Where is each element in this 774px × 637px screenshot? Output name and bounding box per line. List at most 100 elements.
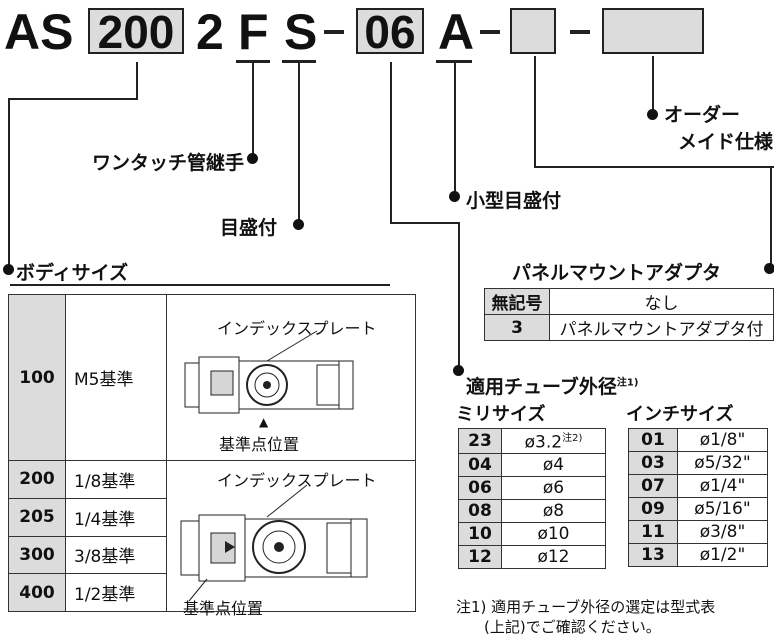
separator-dash	[570, 30, 590, 34]
separator-dash	[480, 30, 500, 34]
metric-note-ref: 注2)	[562, 433, 583, 444]
body-code-cell: 205	[8, 497, 66, 537]
metric-size-cell: ø12	[501, 544, 606, 569]
leader-line	[454, 62, 456, 196]
reference-arrow-icon: ▲	[259, 415, 269, 429]
body-size-table: 100 M5基準 インデックスプレート ▲ 基準点位置 200 1/8基準	[8, 294, 416, 618]
footnote-line-2: (上記)でご確認ください。	[484, 618, 661, 636]
body-size-title: ボディサイズ	[16, 262, 129, 284]
metric-title: ミリサイズ	[456, 404, 546, 425]
thread-cell: 3/8基準	[65, 535, 167, 575]
leader-line	[458, 222, 460, 368]
part-s: S	[284, 4, 318, 60]
leader-line	[390, 222, 460, 224]
tube-od-title-text: 適用チューブ外径	[466, 376, 617, 398]
fitting-diagram-2	[180, 484, 368, 602]
leader-line	[652, 56, 654, 116]
inch-size-cell: ø1/8"	[677, 428, 768, 452]
part-f: F	[238, 4, 269, 60]
thread-cell: 1/8基準	[65, 460, 167, 499]
tube-od-title: 適用チューブ外径注1)	[466, 372, 638, 399]
one-touch-label: ワンタッチ管継手	[92, 152, 245, 174]
leader-dot	[3, 264, 14, 275]
leader-dot	[453, 365, 464, 376]
table-row: 無記号 なし	[484, 288, 774, 315]
metric-size-cell: ø6	[501, 475, 606, 500]
inch-code-cell: 01	[628, 428, 678, 452]
thread-cell: 1/2基準	[65, 573, 167, 612]
metric-size-cell: ø10	[501, 521, 606, 546]
metric-code-cell: 12	[458, 544, 502, 569]
leader-line	[534, 166, 774, 168]
table-row: 200 1/8基準 インデックスプレート	[8, 460, 416, 618]
leader-line	[534, 56, 536, 168]
leader-line	[8, 98, 10, 268]
metric-code-cell: 23	[458, 428, 502, 454]
leader-line	[770, 166, 772, 266]
leader-dot	[449, 191, 460, 202]
part-prefix: AS	[4, 4, 74, 60]
part-a: A	[438, 4, 475, 60]
metric-size-text: ø3.2	[524, 432, 563, 453]
s-underline	[282, 60, 316, 63]
leader-dot	[247, 153, 258, 164]
inch-code-cell: 09	[628, 497, 678, 521]
fitting-diagram-1	[184, 330, 354, 414]
inch-code-cell: 11	[628, 520, 678, 544]
body-code-cell: 100	[8, 294, 66, 461]
option-box-2	[602, 8, 704, 54]
leader-line	[136, 62, 138, 100]
inch-code-cell: 13	[628, 543, 678, 567]
footnote-line-1: 注1) 適用チューブ外径の選定は型式表	[456, 598, 716, 616]
leader-dot	[764, 263, 774, 274]
title-underline	[10, 284, 390, 286]
a-underline	[436, 60, 472, 63]
separator-dash	[324, 30, 344, 34]
scale-label: 目盛付	[220, 217, 278, 239]
metric-code-cell: 10	[458, 521, 502, 546]
tube-code: 06	[364, 6, 416, 58]
panel-code-cell: 無記号	[484, 288, 550, 315]
body-code-cell: 300	[8, 535, 66, 575]
table-row: 100 M5基準 インデックスプレート ▲ 基準点位置	[8, 294, 416, 461]
leader-line	[298, 62, 300, 224]
leader-line	[8, 98, 138, 100]
reference-point-caption: 基準点位置	[219, 435, 300, 454]
order-made-label-1: オーダー	[664, 104, 741, 126]
metric-size-cell: ø4	[501, 452, 606, 477]
body-code-cell: 200	[8, 460, 66, 499]
order-made-label-2: メイド仕様	[678, 131, 774, 153]
metric-code-cell: 06	[458, 475, 502, 500]
table-row: 205 1/4基準	[8, 497, 416, 537]
panel-code-cell: 3	[484, 314, 550, 341]
diagram-cell-1: インデックスプレート ▲ 基準点位置	[166, 294, 416, 461]
body-size-code: 200	[97, 6, 175, 58]
inch-title: インチサイズ	[626, 404, 734, 425]
inch-code-cell: 07	[628, 474, 678, 498]
leader-line	[390, 62, 392, 224]
inch-code-cell: 03	[628, 451, 678, 475]
tube-od-note-ref: 注1)	[616, 377, 639, 389]
metric-size-cell: ø8	[501, 498, 606, 523]
leader-dot	[647, 109, 658, 120]
table-row: 400 1/2基準	[8, 573, 416, 612]
inch-size-cell: ø1/2"	[677, 543, 768, 567]
metric-code-cell: 08	[458, 498, 502, 523]
option-box-1	[510, 8, 556, 54]
part-mid-digit: 2	[196, 4, 224, 60]
panel-mount-title: パネルマウントアダプタ	[512, 262, 722, 284]
small-scale-label: 小型目盛付	[466, 190, 562, 212]
thread-cell: 1/4基準	[65, 497, 167, 537]
metric-size-cell: ø3.2注2)	[501, 428, 606, 454]
diagram-cell-2: インデックスプレート 基準点位置	[166, 460, 416, 618]
thread-cell: M5基準	[65, 294, 167, 461]
